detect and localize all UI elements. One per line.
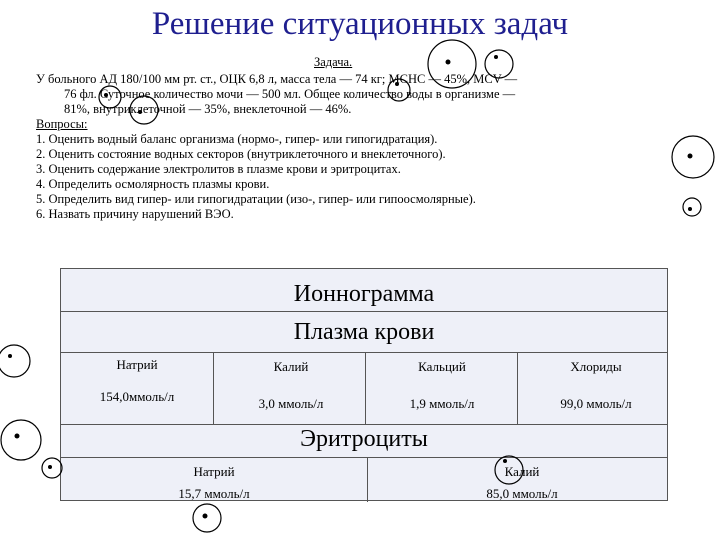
- decorative-dot: [445, 59, 451, 65]
- divider: [61, 457, 667, 458]
- plasma-natrium-label: Натрий: [116, 357, 158, 372]
- decorative-dot: [48, 465, 52, 469]
- decorative-circle: [0, 419, 42, 461]
- decorative-dot: [14, 433, 20, 439]
- plasma-kalium-value: 3,0 ммоль/л: [258, 396, 324, 411]
- plasma-chlorides-value: 99,0 ммоль/л: [560, 396, 632, 411]
- decorative-dot: [688, 207, 692, 211]
- question-3: 3. Оценить содержание электролитов в пла…: [36, 162, 401, 176]
- plasma-chlorides-label: Хлориды: [570, 359, 622, 374]
- slide-title: Решение ситуационных задач: [151, 6, 569, 42]
- questions-label: Вопросы:: [36, 117, 88, 131]
- task-line-2: 76 фл. Суточное количество мочи — 500 мл…: [64, 87, 516, 101]
- question-2: 2. Оценить состояние водных секторов (вн…: [36, 147, 446, 161]
- plasma-calcium-value: 1,9 ммоль/л: [409, 396, 475, 411]
- decorative-dot: [494, 55, 498, 59]
- divider: [365, 352, 366, 424]
- erythrocytes-title: Эритроциты: [300, 426, 428, 452]
- ionogram-title: Ионнограмма: [293, 281, 435, 307]
- divider: [213, 352, 214, 424]
- question-6: 6. Назвать причину нарушений ВЭО.: [36, 207, 234, 221]
- plasma-title: Плазма крови: [293, 319, 435, 345]
- decorative-circle: [192, 503, 222, 533]
- ionogram-table: Ионнограмма Плазма крови Натрий 154,0ммо…: [60, 268, 668, 502]
- erythro-natrium-label: Натрий: [193, 464, 235, 479]
- divider: [61, 352, 667, 353]
- decorative-dot: [687, 153, 693, 159]
- task-line-3: 81%, внутриклеточной — 35%, внеклеточной…: [64, 102, 352, 116]
- divider: [61, 424, 667, 425]
- erythro-kalium-label: Калий: [504, 464, 540, 479]
- decorative-dot: [202, 513, 208, 519]
- divider: [61, 311, 667, 312]
- task-text: У больного АД 180/100 мм рт. ст., ОЦК 6,…: [36, 72, 636, 222]
- divider: [517, 352, 518, 424]
- question-1: 1. Оценить водный баланс организма (норм…: [36, 132, 438, 146]
- question-4: 4. Определить осмолярность плазмы крови.: [36, 177, 270, 191]
- decorative-dot: [8, 354, 12, 358]
- decorative-circle: [671, 135, 715, 179]
- decorative-circle: [41, 457, 63, 479]
- erythro-natrium-value: 15,7 ммоль/л: [178, 486, 250, 501]
- plasma-natrium-value: 154,0ммоль/л: [99, 389, 175, 404]
- plasma-calcium-label: Кальций: [418, 359, 466, 374]
- task-heading: Задача.: [314, 55, 353, 69]
- task-line-1: У больного АД 180/100 мм рт. ст., ОЦК 6,…: [36, 72, 518, 86]
- divider: [367, 457, 368, 502]
- plasma-kalium-label: Калий: [273, 359, 309, 374]
- erythro-kalium-value: 85,0 ммоль/л: [486, 486, 558, 501]
- decorative-circle: [0, 344, 31, 378]
- question-5: 5. Определить вид гипер- или гипогидрата…: [36, 192, 476, 206]
- decorative-circle: [682, 197, 702, 217]
